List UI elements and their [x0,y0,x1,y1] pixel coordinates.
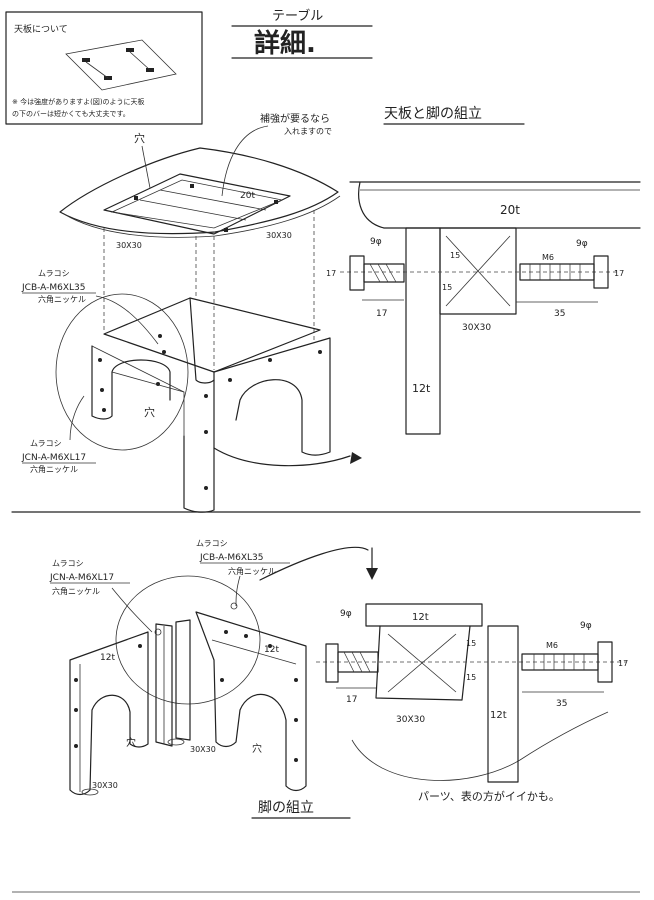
leg-detail-bolt-dia: 9φ [580,621,592,631]
top-detail-nut-dia: 9φ [370,237,382,247]
leg-frame-a: 30X30 [190,745,216,754]
inset-note-line2: の下のバーは短かくても大丈夫です。 [12,109,130,118]
top-detail-height-right: 17 [614,269,624,278]
leg-assembly-caption: 脚の組立 [258,800,314,816]
bolt-finish-1: 六角ニッケル [38,294,86,304]
reinforce-label: 補強が要るなら [260,112,330,125]
bolt-code-1: JCB-A-M6XL35 [21,283,86,293]
top-detail-bolt-dia: 9φ [576,239,588,249]
reinforce-sub: 入れますので [284,127,332,136]
leg-detail-leg: 12t [490,710,507,721]
leg-detail-h-left: 15 [466,639,476,648]
top-detail-bolt-len: 35 [554,309,565,319]
alignment-lines [103,210,315,370]
bolt-finish-a: 六角ニッケル [228,566,276,576]
top-hole-label: 穴 [134,131,145,145]
leg-detail-block: 30X30 [396,715,425,725]
leg-detail-nut-len: 17 [346,695,357,705]
leg-thickness-left: 12t [100,653,115,663]
top-detail-height-left: 17 [326,269,336,278]
leg-detail-board: 12t [412,612,429,623]
frame-size-left: 30X30 [116,241,142,250]
title-kana: テーブル [272,8,323,24]
top-detail-drawing: 天板と脚の組立 20t 12t 30X30 15 15 9φ 17 17 [326,106,641,435]
bolt-maker-a: ムラコシ [196,539,228,548]
inset-heading: 天板について [14,23,68,35]
bolt-maker-b: ムラコシ [52,559,84,568]
bolt-code-b: JCN-A-M6XL17 [49,573,114,583]
page-title: 詳細. [254,28,316,59]
inset-note-box: 天板について ※ 今は強度がありますよ(図)のように天板 の下のバーは短かくても… [5,11,203,125]
inset-note-line1: ※ 今は強度がありますよ(図)のように天板 [12,97,145,106]
leg-detail-bolt-thread: M6 [546,641,558,650]
top-detail-leg: 12t [412,382,431,395]
top-detail-nut-len: 17 [376,309,387,319]
leg-assembly-sketch: ムラコシ JCB-A-M6XL35 六角ニッケル ムラコシ JCN-A-M6XL… [49,539,609,819]
leg-assembly-note: パーツ、表の方がイイかも。 [418,789,560,803]
top-board-thickness: 20t [240,191,255,201]
leg-thickness-right: 12t [264,645,279,655]
top-detail-block-h: 15 [450,251,460,260]
leg-detail-nut-dia: 9φ [340,609,352,619]
leg-detail-drawing: 12t 12t 30X30 15 15 9φ 17 M6 9φ 17 35 [316,603,628,783]
top-detail-bolt-thread: M6 [542,253,554,262]
bolt-code-a: JCB-A-M6XL35 [199,553,264,563]
top-detail-block-v: 15 [442,283,452,292]
table-base-sketch: ムラコシ JCB-A-M6XL35 六角ニッケル ムラコシ JCN-A-M6XL… [21,269,362,513]
top-detail-heading: 天板と脚の組立 [384,106,482,122]
leg-frame-b: 30X30 [92,781,118,790]
bolt-maker-2: ムラコシ [30,439,62,448]
top-detail-block: 30X30 [462,323,491,333]
leg-detail-h-right: 15 [466,673,476,682]
base-hole-label: 穴 [144,405,155,419]
bolt-finish-b: 六角ニッケル [52,586,100,596]
leg-hole-a: 穴 [126,736,136,749]
bolt-finish-2: 六角ニッケル [30,464,78,474]
table-top-sketch: 穴 補強が要るなら 入れますので 20t 30X30 30X30 [59,112,341,250]
leg-hole-b: 穴 [252,742,262,755]
bolt-maker-1: ムラコシ [38,269,70,278]
frame-size-right: 30X30 [266,231,292,240]
bolt-code-2: JCN-A-M6XL17 [21,453,86,463]
top-detail-board: 20t [500,203,520,217]
leg-detail-bolt-len: 35 [556,699,567,709]
leg-detail-height: 17 [618,659,628,668]
